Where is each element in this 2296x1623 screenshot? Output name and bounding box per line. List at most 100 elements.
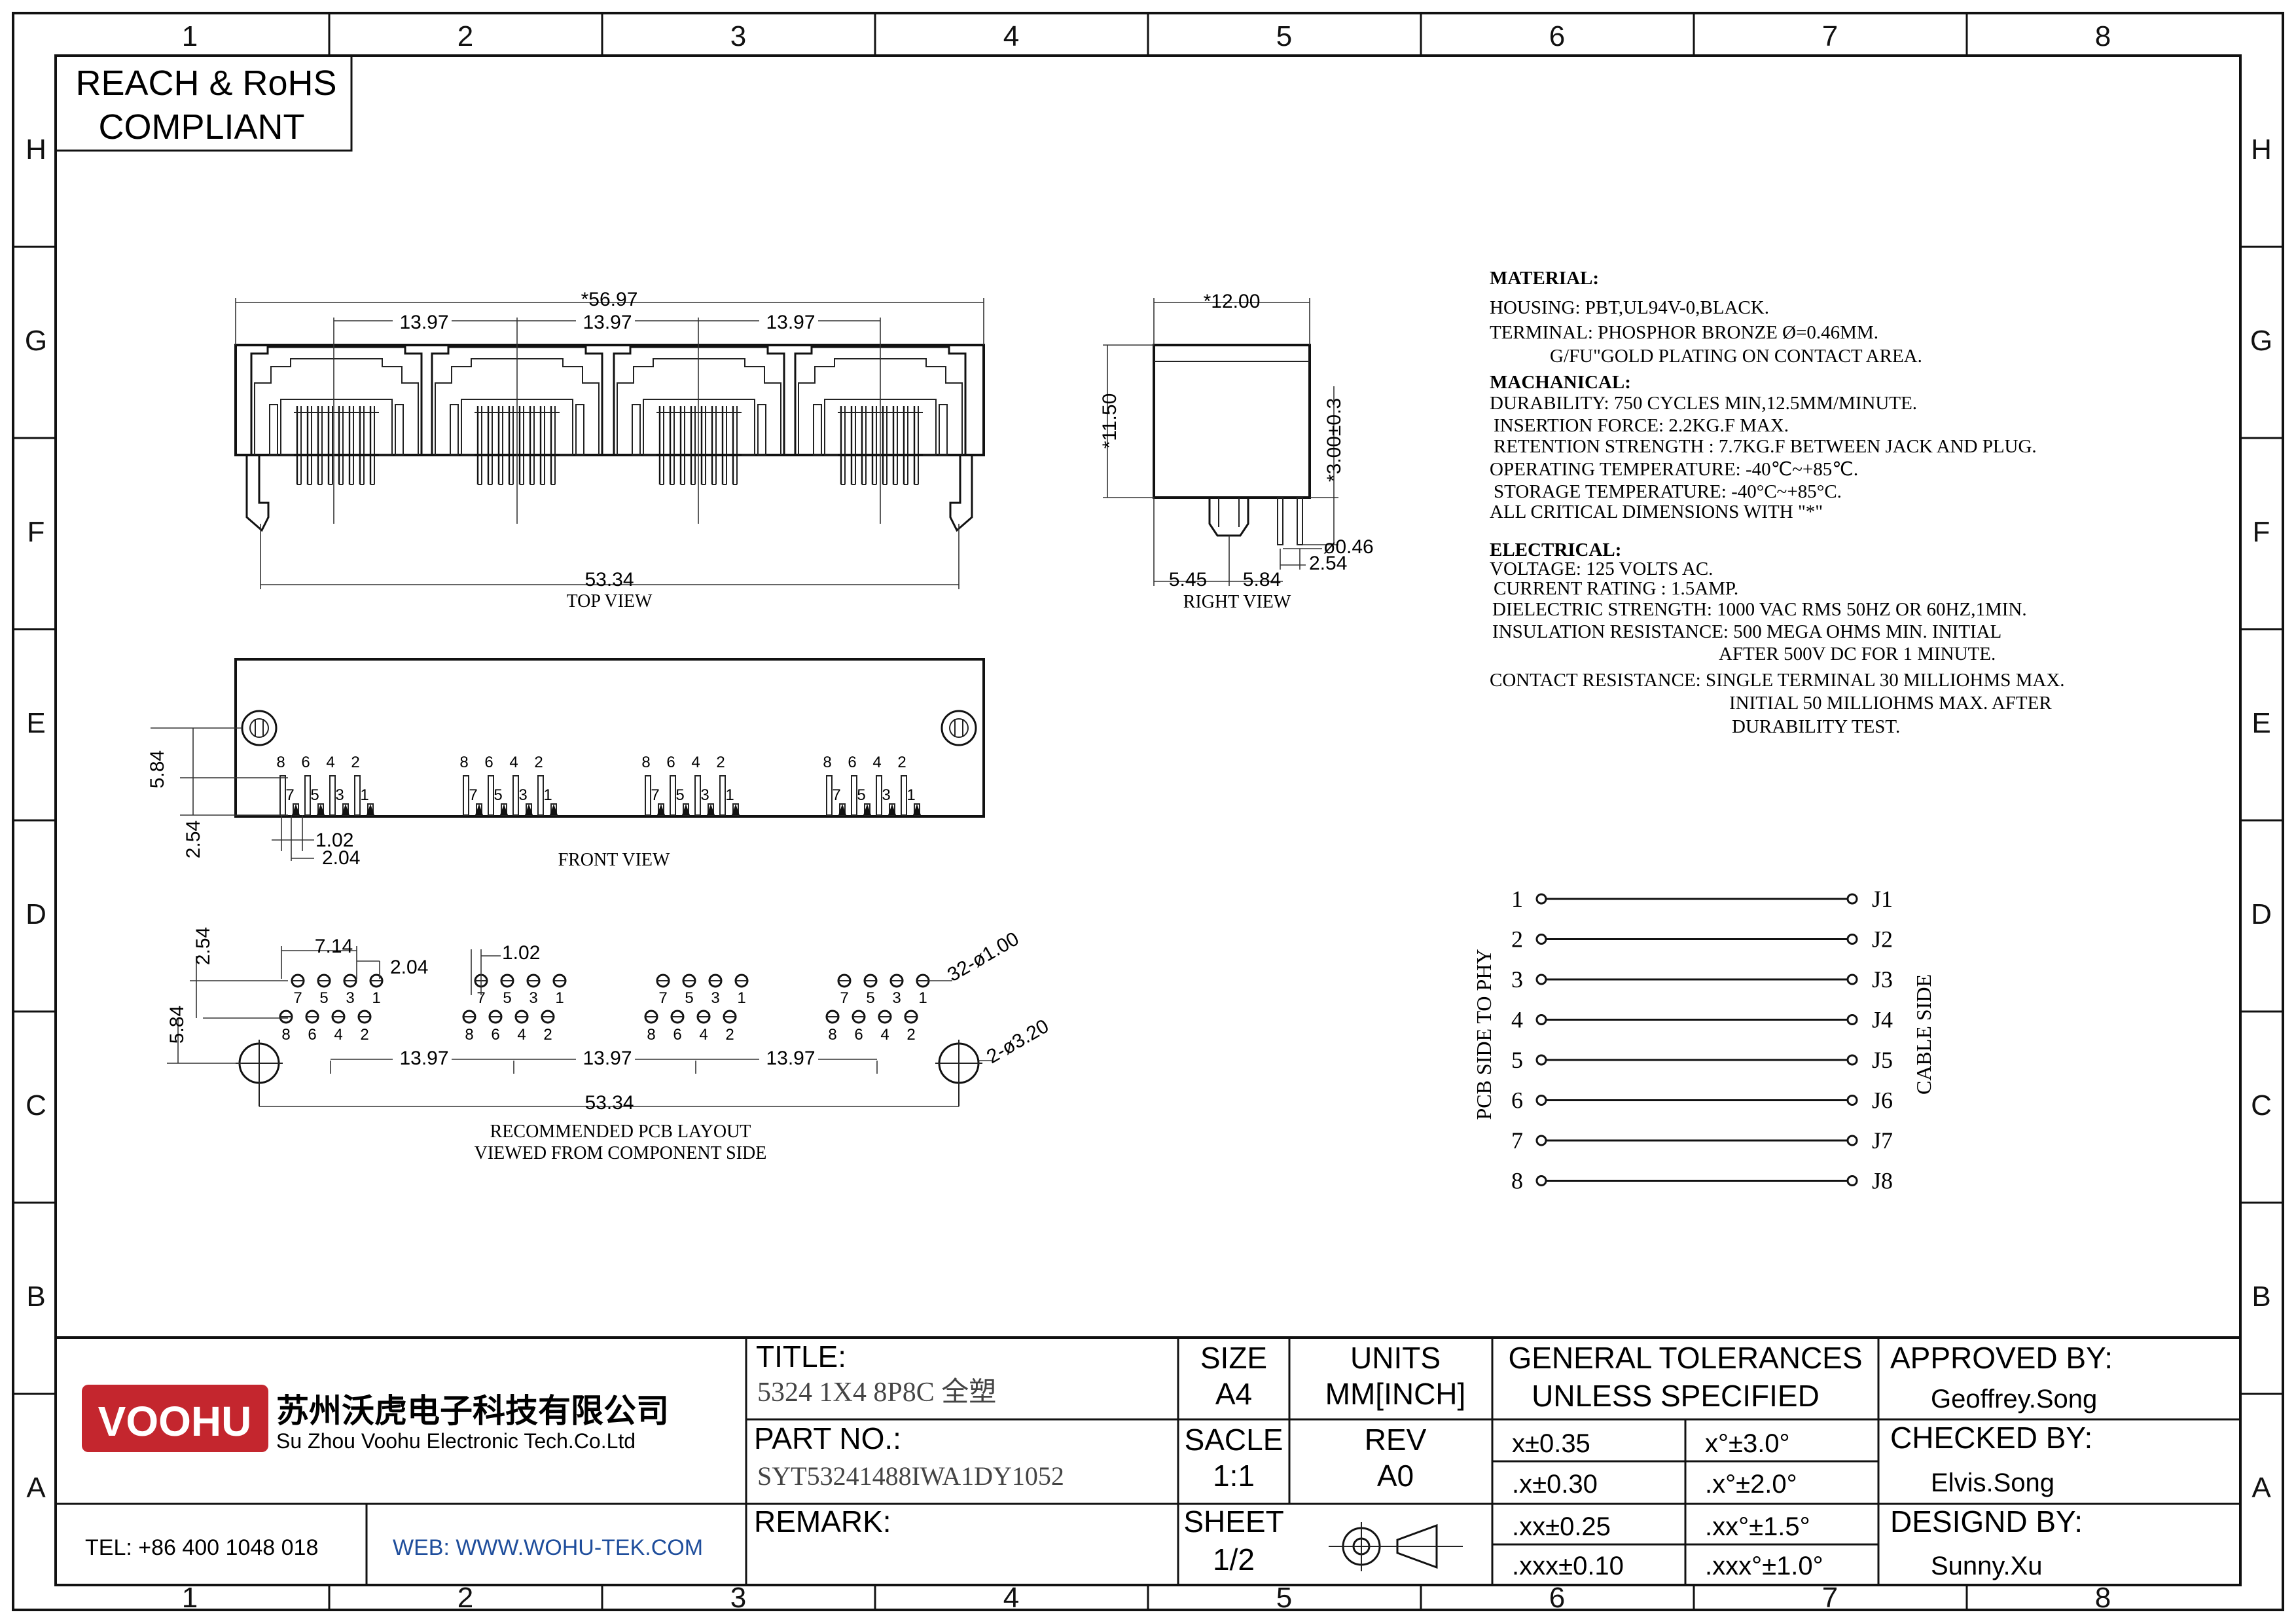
dim-top-span: 53.34 bbox=[584, 569, 634, 591]
compliance-line1: REACH & RoHS bbox=[75, 64, 336, 103]
dim-pcb-span: 53.34 bbox=[584, 1092, 634, 1114]
front-pin-label: 6 bbox=[666, 754, 675, 771]
zone-row-d: D bbox=[26, 898, 46, 930]
dim-pcb-254: 2.54 bbox=[192, 927, 214, 965]
zone-row-a-right: A bbox=[2251, 1472, 2271, 1504]
front-pin-label: 6 bbox=[848, 754, 856, 771]
dim-top-overall: *56.97 bbox=[581, 289, 638, 310]
pcb-pin-label: 5 bbox=[866, 989, 874, 1007]
pcb-pin-label: 7 bbox=[840, 989, 848, 1007]
tol-linear-3: .xxx±0.10 bbox=[1512, 1552, 1624, 1580]
spec-elec-heading: ELECTRICAL: bbox=[1490, 539, 1621, 560]
zone-col-7-bottom: 7 bbox=[1822, 1582, 1838, 1614]
pcb-pin-label: 7 bbox=[293, 989, 302, 1007]
dim-top-pitch-1: 13.97 bbox=[399, 312, 448, 333]
dim-pcb-584: 5.84 bbox=[166, 1006, 188, 1044]
front-pin-label: 4 bbox=[691, 754, 700, 771]
zone-row-e-right: E bbox=[2251, 707, 2270, 739]
part-heading: PART NO.: bbox=[754, 1421, 901, 1455]
units-heading: UNITS bbox=[1350, 1341, 1441, 1375]
schematic-pin-left: 2 bbox=[1511, 926, 1523, 953]
tol-angle-3: .xxx°±1.0° bbox=[1705, 1552, 1823, 1580]
pcb-pin-label: 2 bbox=[360, 1026, 368, 1044]
schematic-pin-right: J5 bbox=[1872, 1047, 1893, 1073]
scale-heading: SACLE bbox=[1185, 1423, 1283, 1457]
sheet-value: 1/2 bbox=[1213, 1542, 1255, 1577]
zone-row-c-right: C bbox=[2251, 1089, 2272, 1122]
approved-value: Geoffrey.Song bbox=[1931, 1385, 2097, 1413]
zone-col-5-bottom: 5 bbox=[1276, 1582, 1292, 1614]
voohu-logo bbox=[82, 1385, 268, 1452]
pcb-pin-label: 1 bbox=[372, 989, 380, 1007]
spec-elec-7: INITIAL 50 MILLIOHMS MAX. AFTER bbox=[1729, 693, 2052, 714]
schematic-pin-left: 3 bbox=[1511, 966, 1523, 993]
checked-heading: CHECKED BY: bbox=[1890, 1421, 2092, 1455]
schematic-pin-right: J3 bbox=[1872, 966, 1893, 993]
zone-row-f-right: F bbox=[2253, 516, 2270, 548]
specifications: MATERIAL: HOUSING: PBT,UL94V-0,BLACK. TE… bbox=[1490, 268, 2065, 737]
spec-mech-3: RETENTION STRENGTH : 7.7KG.F BETWEEN JAC… bbox=[1494, 436, 2037, 457]
tol-angle-1: .x°±2.0° bbox=[1705, 1470, 1797, 1499]
front-pin-label: 7 bbox=[285, 786, 294, 804]
pcb-pin-label: 6 bbox=[854, 1026, 863, 1044]
zone-row-g: G bbox=[25, 325, 47, 357]
front-pin-label: 8 bbox=[823, 754, 831, 771]
zone-ticks bbox=[13, 13, 2283, 1610]
dim-front-v1: 5.84 bbox=[147, 750, 168, 788]
logo-text: VOOHU bbox=[98, 1398, 252, 1445]
remark-heading: REMARK: bbox=[754, 1504, 891, 1539]
zone-row-e: E bbox=[26, 707, 45, 739]
zone-col-8-bottom: 8 bbox=[2095, 1582, 2111, 1614]
spec-elec-1: VOLTAGE: 125 VOLTS AC. bbox=[1490, 558, 1713, 579]
tol-angle-0: x°±3.0° bbox=[1705, 1429, 1790, 1458]
right-view: *12.00 *11.50 *3.00±0.3 ø0.46 2.54 5.45 … bbox=[1099, 291, 1374, 612]
schematic-pin-left: 7 bbox=[1511, 1127, 1523, 1154]
projection-symbol bbox=[1329, 1522, 1463, 1571]
schematic-left-label: PCB SIDE TO PHY bbox=[1472, 949, 1496, 1120]
front-pin-label: 8 bbox=[276, 754, 285, 771]
zone-col-1: 1 bbox=[182, 20, 198, 52]
front-pin-label: 2 bbox=[534, 754, 543, 771]
spec-mech-4: OPERATING TEMPERATURE: -40℃~+85℃. bbox=[1490, 459, 1858, 480]
front-pin-label: 8 bbox=[459, 754, 468, 771]
pcb-pin-label: 8 bbox=[828, 1026, 836, 1044]
front-pin-label: 3 bbox=[700, 786, 709, 804]
front-pin-label: 6 bbox=[301, 754, 310, 771]
schematic-right-label: CABLE SIDE bbox=[1912, 974, 1935, 1095]
front-pin-label: 5 bbox=[493, 786, 502, 804]
front-pin-label: 3 bbox=[335, 786, 344, 804]
rev-value: A0 bbox=[1377, 1459, 1414, 1493]
dim-top-pitch-3: 13.97 bbox=[766, 312, 815, 333]
front-pin-label: 7 bbox=[832, 786, 840, 804]
zone-col-1-bottom: 1 bbox=[182, 1582, 198, 1614]
zone-col-4-bottom: 4 bbox=[1003, 1582, 1019, 1614]
company-name-cn: 苏州沃虎电子科技有限公司 bbox=[276, 1393, 669, 1429]
dim-right-d2: 5.84 bbox=[1243, 569, 1281, 591]
spec-mech-1: DURABILITY: 750 CYCLES MIN,12.5MM/MINUTE… bbox=[1490, 393, 1917, 414]
front-pin-label: 5 bbox=[675, 786, 684, 804]
zone-col-2: 2 bbox=[457, 20, 473, 52]
schematic-pin-left: 1 bbox=[1511, 886, 1523, 912]
front-pin-label: 2 bbox=[716, 754, 725, 771]
tolerance-heading-2: UNLESS SPECIFIED bbox=[1532, 1379, 1820, 1413]
front-pin-label: 4 bbox=[509, 754, 518, 771]
top-view: *56.97 13.97 13.97 13.97 53.34 TOP VIEW bbox=[234, 289, 985, 611]
pcb-pin-label: 7 bbox=[658, 989, 667, 1007]
zone-col-4: 4 bbox=[1003, 20, 1019, 52]
schematic-pin-right: J8 bbox=[1872, 1168, 1893, 1194]
dim-pcb-pitch-2: 13.97 bbox=[583, 1048, 632, 1069]
tolerance-heading-1: GENERAL TOLERANCES bbox=[1508, 1341, 1862, 1375]
front-pin-label: 1 bbox=[360, 786, 368, 804]
zone-row-h-right: H bbox=[2251, 134, 2272, 166]
pcb-pin-label: 3 bbox=[346, 989, 354, 1007]
